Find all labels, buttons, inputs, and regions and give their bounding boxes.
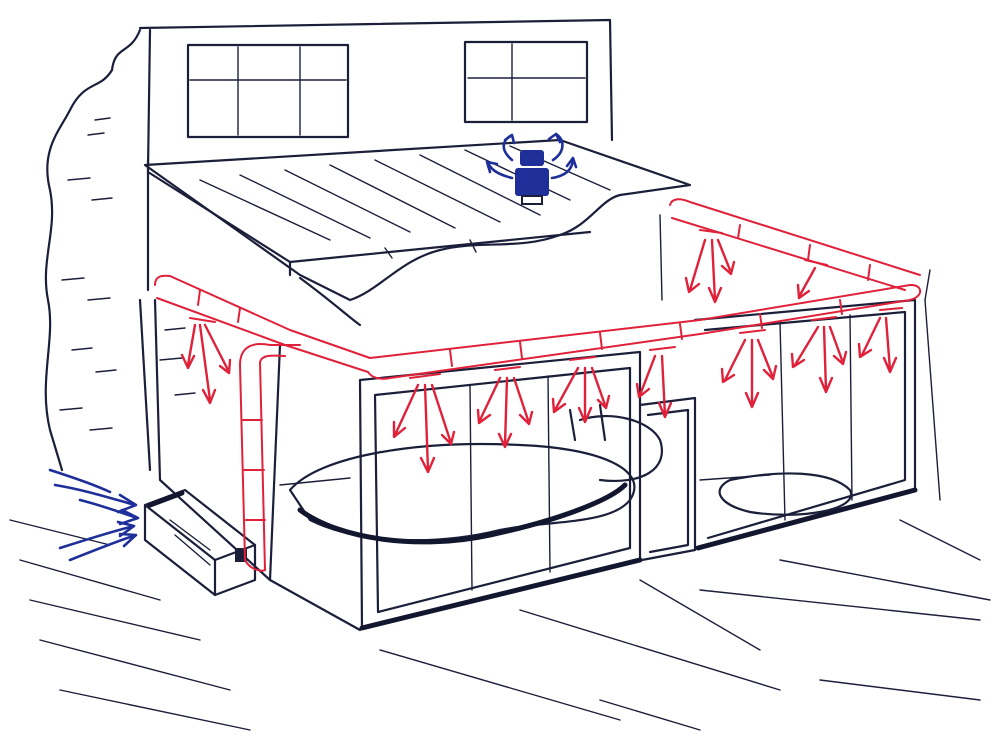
fresh-air-arrow-icon bbox=[48, 468, 140, 562]
warm-air-arrow-icon bbox=[180, 238, 898, 474]
awning-roof bbox=[143, 138, 692, 327]
air-handling-unit-icon bbox=[143, 488, 257, 597]
pavement bbox=[9, 519, 991, 731]
interior-tables bbox=[279, 403, 853, 545]
building bbox=[44, 18, 614, 472]
roof-exhaust-fan-icon bbox=[485, 132, 578, 205]
warm-air-duct bbox=[154, 198, 922, 572]
